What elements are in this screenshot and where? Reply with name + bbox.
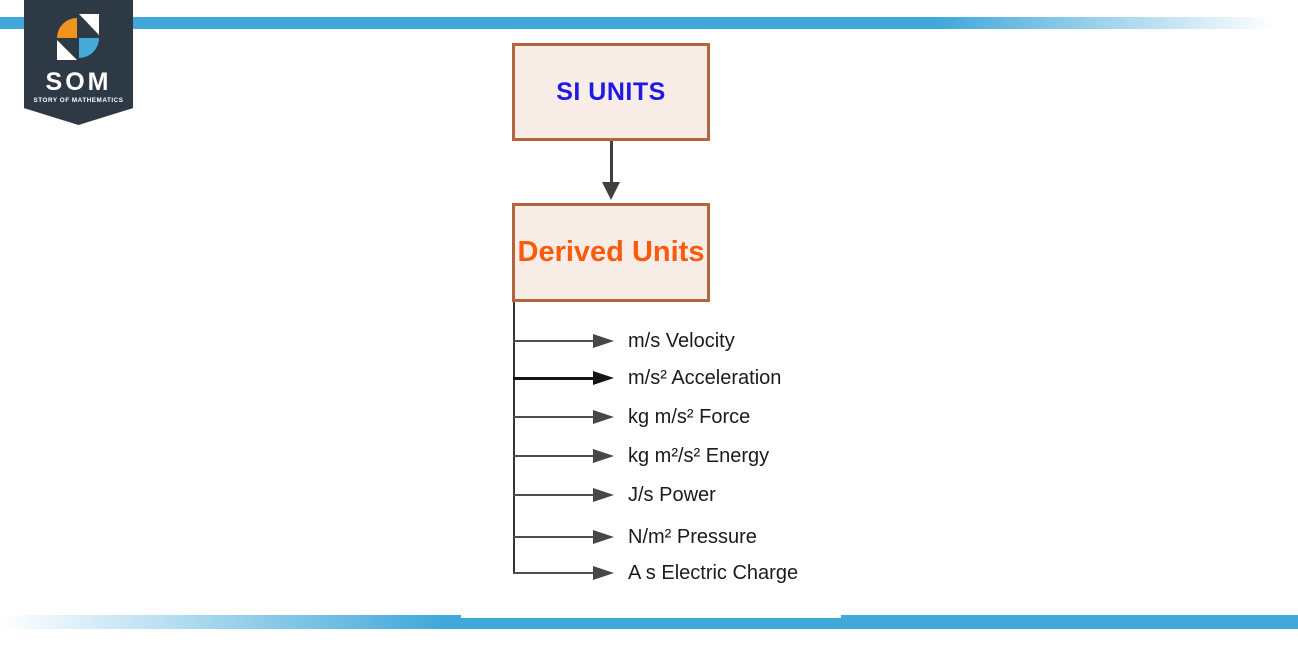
arrow-shaft xyxy=(513,376,593,380)
icon-white-triangle-bottom xyxy=(57,40,77,60)
derived-unit-label: J/s Power xyxy=(628,484,716,506)
node-derived-units: Derived Units xyxy=(512,203,710,302)
arrow-shaft xyxy=(513,536,593,538)
arrow-shaft xyxy=(513,494,593,496)
connector-si-to-derived-arrowhead xyxy=(602,182,620,200)
derived-unit-row-acceleration: m/s² Acceleration xyxy=(513,367,933,389)
node-si-units-label: SI UNITS xyxy=(556,77,666,106)
derived-unit-label: kg m²/s² Energy xyxy=(628,445,770,467)
derived-unit-row-power: J/s Power xyxy=(513,484,933,506)
derived-unit-label: m/s Velocity xyxy=(628,330,735,352)
bottom-accent-bar-left xyxy=(0,615,461,629)
logo-tagline: STORY OF MATHEMATICS xyxy=(33,97,124,104)
derived-unit-label: m/s² Acceleration xyxy=(628,367,782,389)
arrow-shaft xyxy=(513,572,593,574)
derived-unit-label: kg m/s² Force xyxy=(628,406,751,428)
arrow-head-icon xyxy=(593,334,614,348)
arrow-shaft xyxy=(513,340,593,342)
som-pinwheel-icon xyxy=(57,14,99,60)
derived-unit-label: N/m² Pressure xyxy=(628,526,757,548)
top-accent-bar xyxy=(0,17,1298,29)
arrow-shaft xyxy=(513,455,593,457)
arrow-head-icon xyxy=(593,449,614,463)
derived-unit-label: A s Electric Charge xyxy=(628,562,799,584)
node-derived-units-label: Derived Units xyxy=(517,236,705,268)
logo-wordmark: SOM xyxy=(45,68,112,96)
derived-unit-row-force: kg m/s² Force xyxy=(513,406,933,428)
arrow-head-icon xyxy=(593,488,614,502)
bottom-accent-bar-middle xyxy=(461,618,841,629)
icon-blue-quarter xyxy=(79,38,99,58)
arrow-head-icon xyxy=(593,410,614,424)
connector-si-to-derived-shaft xyxy=(610,141,613,183)
icon-white-triangle-top xyxy=(79,14,99,35)
derived-unit-row-velocity: m/s Velocity xyxy=(513,330,933,352)
arrow-head-icon xyxy=(593,371,614,385)
arrow-head-icon xyxy=(593,566,614,580)
derived-unit-row-pressure: N/m² Pressure xyxy=(513,526,933,548)
derived-unit-row-energy: kg m²/s² Energy xyxy=(513,445,933,467)
derived-unit-row-electric-charge: A s Electric Charge xyxy=(513,562,933,584)
node-si-units: SI UNITS xyxy=(512,43,710,141)
branch-vertical-line xyxy=(513,302,515,574)
som-logo-banner: SOM STORY OF MATHEMATICS xyxy=(24,0,133,125)
bottom-accent-bar-right xyxy=(841,615,1298,629)
arrow-shaft xyxy=(513,416,593,418)
arrow-head-icon xyxy=(593,530,614,544)
icon-orange-quarter xyxy=(57,18,77,38)
